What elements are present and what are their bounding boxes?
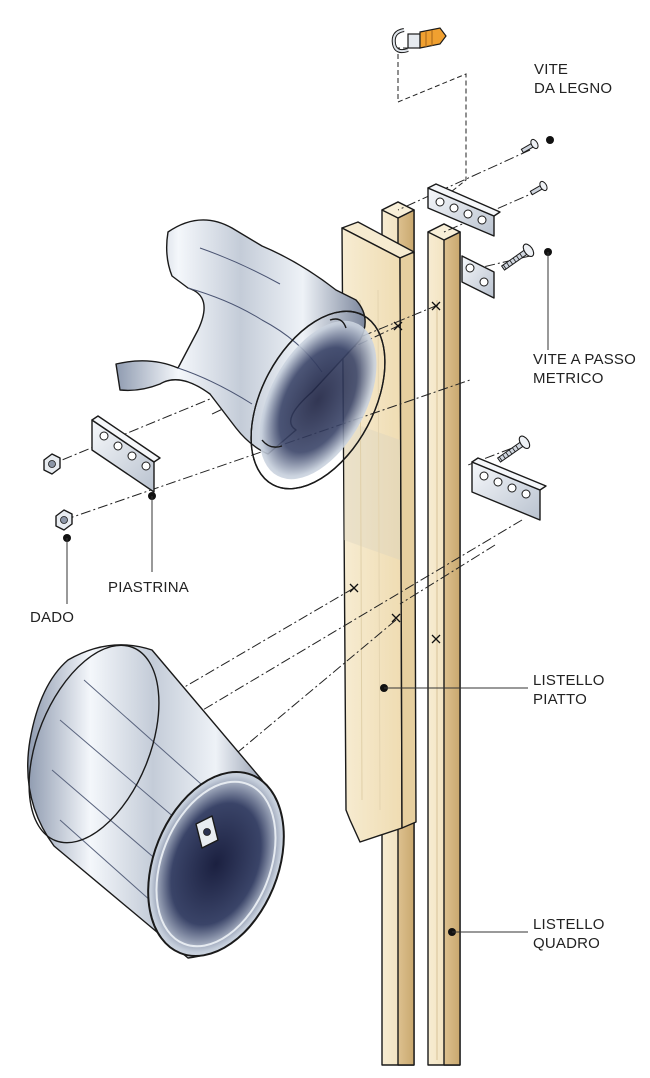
nut-icon: [43, 453, 61, 475]
label-listello-piatto: LISTELLO PIATTO: [533, 672, 605, 708]
plate-icon: [471, 457, 547, 521]
svg-text:PIASTRINA: PIASTRINA: [108, 579, 189, 596]
svg-text:QUADRO: QUADRO: [533, 935, 600, 952]
leader-lines: [63, 136, 554, 936]
svg-text:PIATTO: PIATTO: [533, 691, 587, 708]
wall-plug-hook-icon: [391, 27, 447, 54]
label-piastrina: PIASTRINA: [108, 579, 189, 596]
screw-icon: [500, 243, 535, 271]
screw-icon: [520, 138, 539, 154]
svg-text:DA LEGNO: DA LEGNO: [534, 80, 612, 97]
screw-icon: [529, 180, 548, 196]
label-listello-quadro: LISTELLO QUADRO: [533, 916, 605, 952]
cylinder-pipe-icon: [27, 644, 285, 959]
plate-icon: [427, 183, 501, 237]
svg-text:VITE A PASSO: VITE A PASSO: [533, 351, 636, 368]
listello-quadro-right: [427, 223, 461, 1066]
half-pipe-icon: [115, 219, 386, 490]
svg-text:VITE: VITE: [534, 61, 568, 78]
label-vite-da-legno: VITE DA LEGNO: [534, 61, 612, 97]
piastrina-plate: [91, 415, 161, 493]
svg-text:LISTELLO: LISTELLO: [533, 916, 605, 933]
svg-text:DADO: DADO: [30, 609, 74, 626]
svg-text:LISTELLO: LISTELLO: [533, 672, 605, 689]
cylinder-bracket: [195, 815, 219, 849]
nut-icon: [55, 509, 73, 531]
plate-icon: [461, 255, 495, 299]
screw-icon: [496, 435, 531, 463]
svg-text:METRICO: METRICO: [533, 370, 604, 387]
label-vite-a-passo-metrico: VITE A PASSO METRICO: [533, 351, 636, 387]
label-dado: DADO: [30, 609, 74, 626]
